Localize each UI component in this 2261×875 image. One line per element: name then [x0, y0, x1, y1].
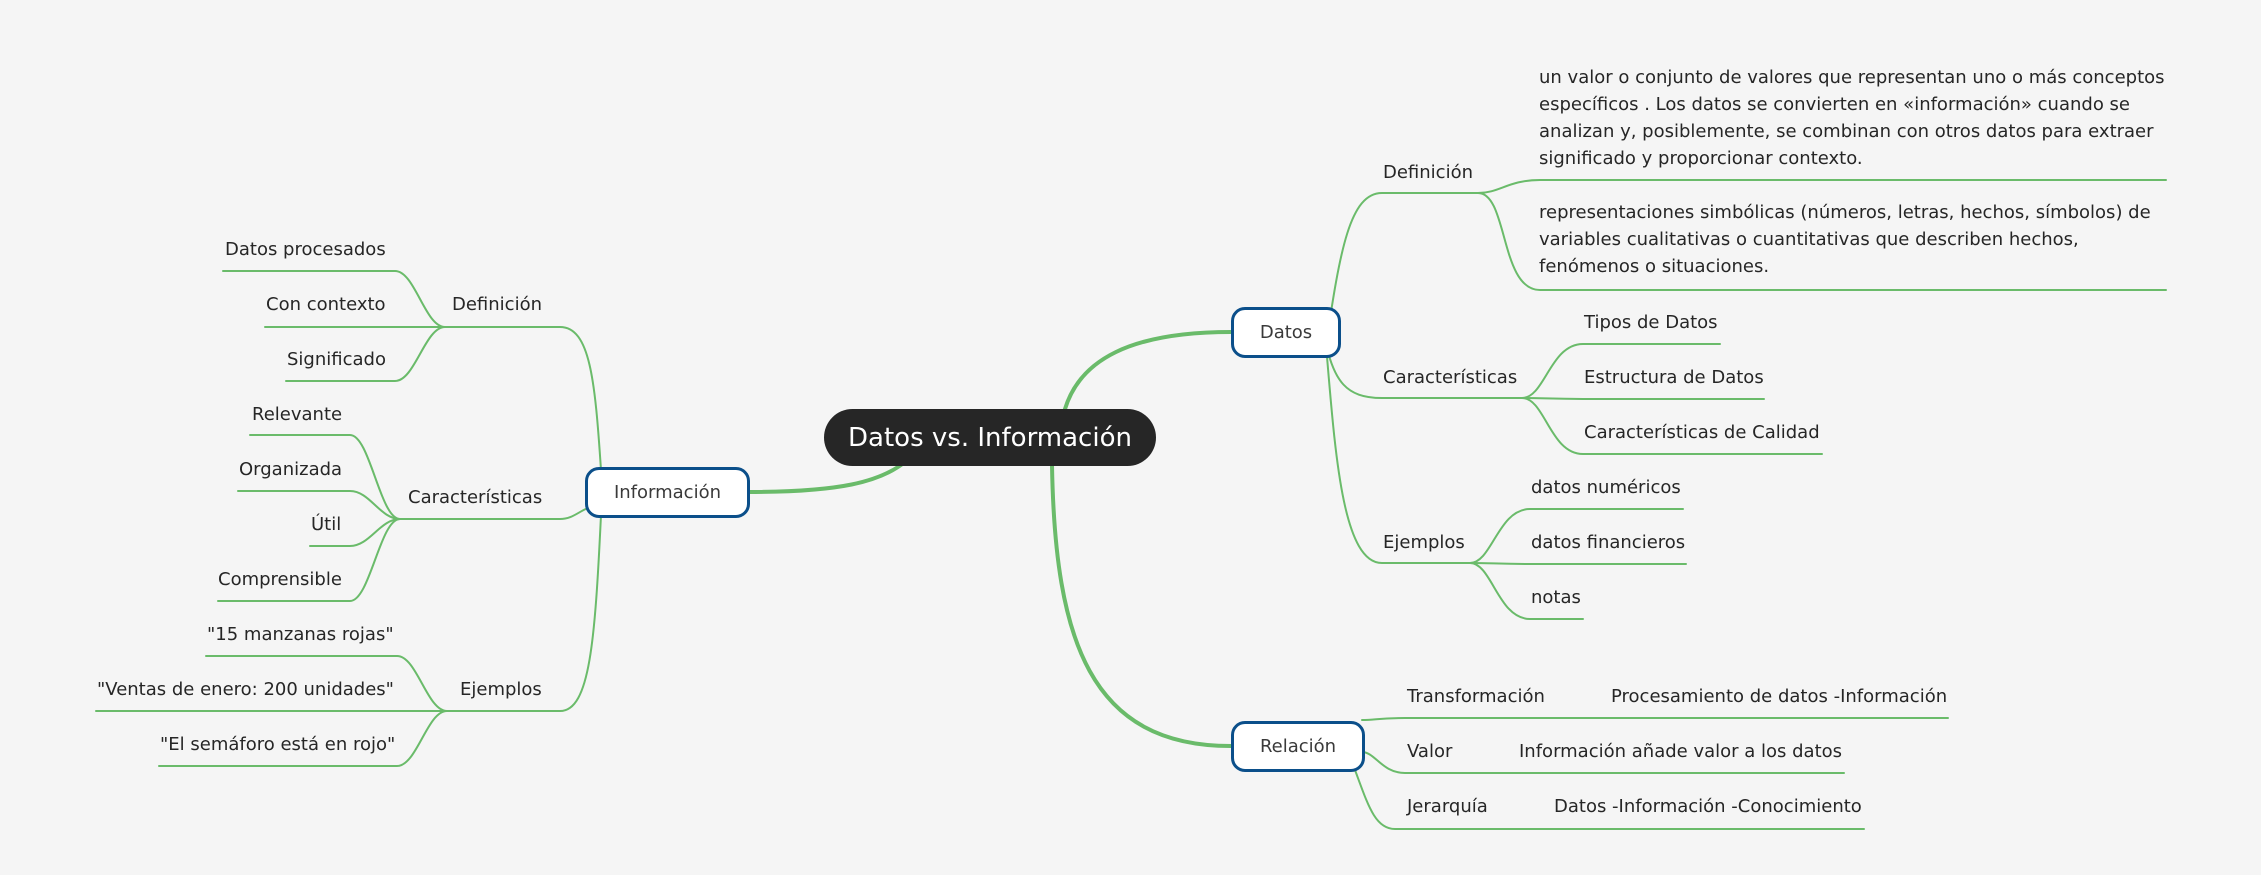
datos-caracteristicas-item[interactable]: Características de Calidad: [1584, 422, 1820, 443]
informacion-ejemplos-item[interactable]: "El semáforo está en rojo": [160, 734, 396, 755]
informacion-definicion-label[interactable]: Definición: [452, 294, 542, 315]
connector-root-datos: [1063, 330, 1233, 411]
connector-root-informacion: [746, 460, 907, 494]
root-topic[interactable]: Datos vs. Información: [824, 409, 1156, 466]
datos-ejemplos-item[interactable]: datos numéricos: [1531, 477, 1681, 498]
topic-relacion[interactable]: Relación: [1231, 721, 1365, 772]
informacion-definicion-item[interactable]: Con contexto: [266, 294, 386, 315]
topic-datos[interactable]: Datos: [1231, 307, 1341, 358]
informacion-ejemplos-item[interactable]: "Ventas de enero: 200 unidades": [97, 679, 394, 700]
datos-caracteristicas-label[interactable]: Características: [1383, 367, 1518, 388]
informacion-definicion-item[interactable]: Significado: [287, 349, 386, 370]
relacion-item-label[interactable]: Jerarquía: [1407, 796, 1488, 817]
datos-ejemplos-item[interactable]: datos financieros: [1531, 532, 1686, 553]
topic-informacion[interactable]: Información: [585, 467, 750, 518]
informacion-caracteristicas-item[interactable]: Comprensible: [218, 569, 342, 590]
relacion-item-detail[interactable]: Datos -Información -Conocimiento: [1554, 796, 1862, 817]
informacion-caracteristicas-item[interactable]: Organizada: [239, 459, 343, 480]
datos-ejemplos-label[interactable]: Ejemplos: [1383, 532, 1465, 553]
connector-root-relacion: [1050, 463, 1233, 748]
informacion-ejemplos-label[interactable]: Ejemplos: [460, 679, 542, 700]
informacion-definicion-item[interactable]: Datos procesados: [225, 239, 386, 260]
datos-definicion-item[interactable]: un valor o conjunto de valores que repre…: [1539, 67, 2165, 169]
datos-caracteristicas-item[interactable]: Tipos de Datos: [1584, 312, 1718, 333]
relacion-item-label[interactable]: Transformación: [1407, 686, 1545, 707]
relacion-item-label[interactable]: Valor: [1407, 741, 1453, 762]
informacion-caracteristicas-label[interactable]: Características: [408, 487, 543, 508]
informacion-ejemplos-item[interactable]: "15 manzanas rojas": [207, 624, 394, 645]
relacion-item-detail[interactable]: Información añade valor a los datos: [1519, 741, 1843, 762]
datos-definicion-item[interactable]: representaciones simbólicas (números, le…: [1539, 202, 2151, 277]
relacion-item-detail[interactable]: Procesamiento de datos -Información: [1611, 686, 1948, 707]
datos-caracteristicas-item[interactable]: Estructura de Datos: [1584, 367, 1764, 388]
datos-definicion-label[interactable]: Definición: [1383, 162, 1473, 183]
informacion-caracteristicas-item[interactable]: Relevante: [252, 404, 343, 425]
datos-ejemplos-item[interactable]: notas: [1531, 587, 1581, 608]
informacion-caracteristicas-item[interactable]: Útil: [311, 514, 342, 535]
